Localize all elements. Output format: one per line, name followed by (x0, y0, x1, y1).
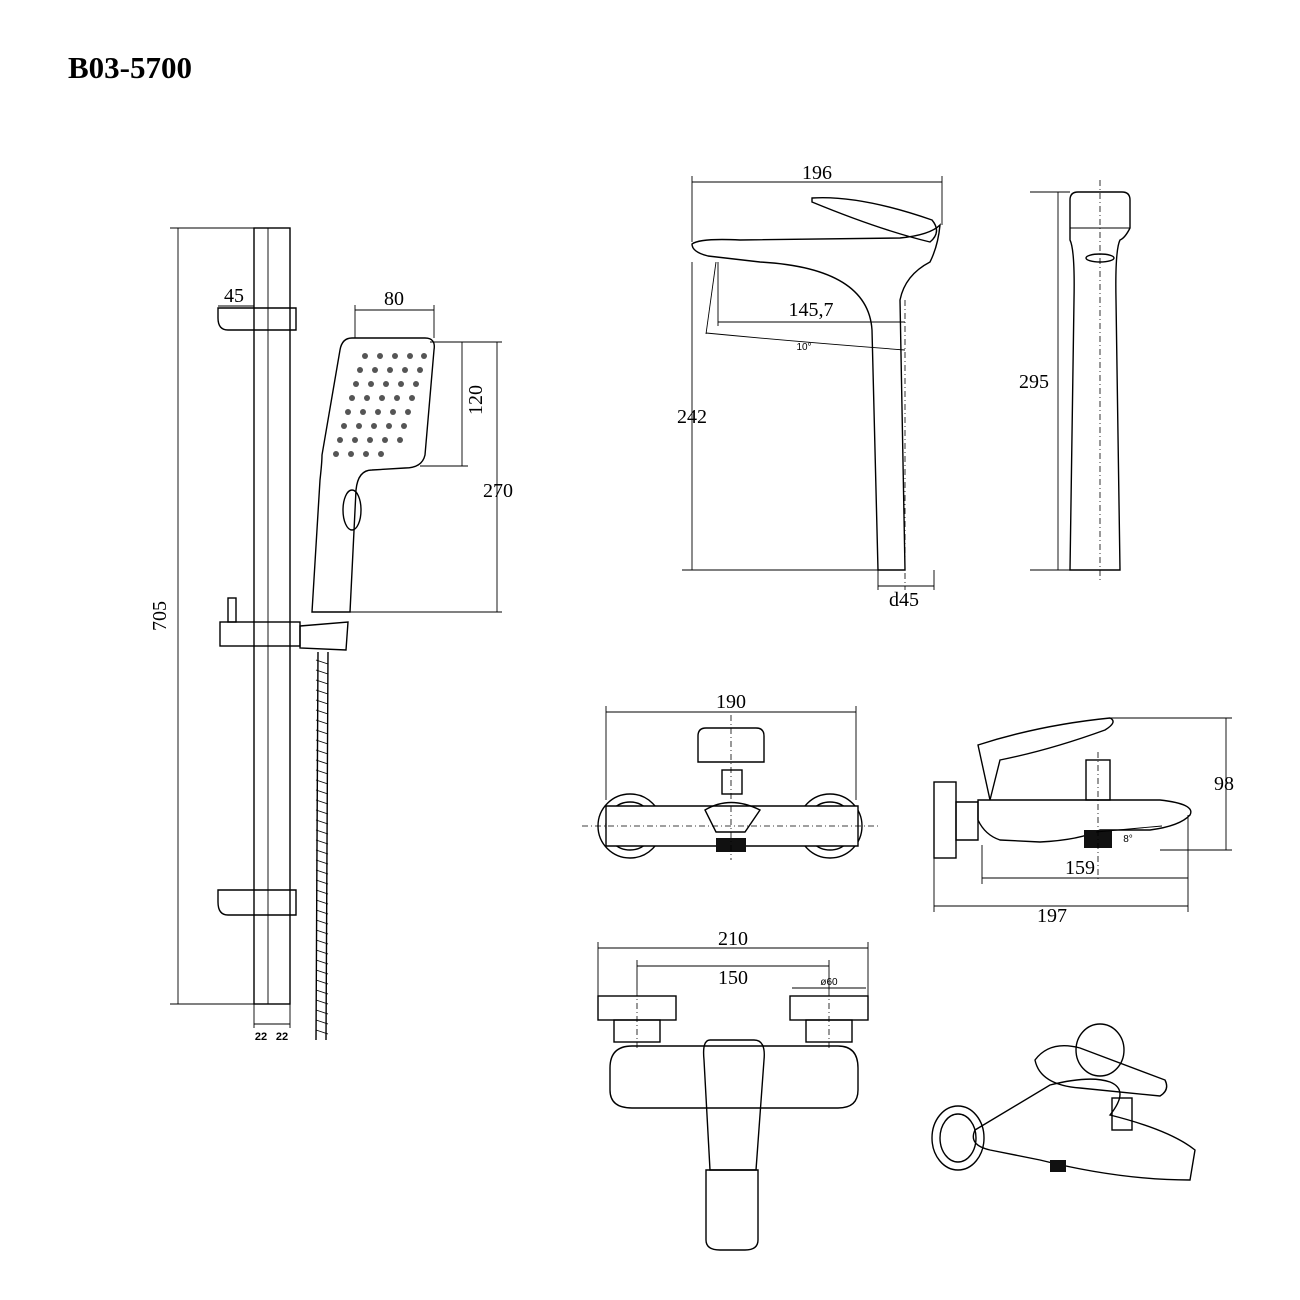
basin-mixer-body (691, 223, 941, 571)
dim-connection-spacing: 150 (718, 967, 748, 989)
shower-hose (315, 651, 329, 1041)
dim-bath-spout-reach: 159 (1065, 857, 1095, 879)
slider-holder (219, 621, 301, 647)
basin-mixer-front-body (1069, 191, 1131, 571)
bath-mixer-front-spout (705, 1169, 759, 1251)
dim-bath-height: 98 (1214, 773, 1234, 795)
bath-mixer-side-lever (977, 717, 1114, 801)
basin-mixer-front-view: 295 (1019, 180, 1131, 580)
bath-mixer-side-view: 98 159 197 8° (933, 717, 1234, 927)
dim-rail-width-right: 22 (276, 1031, 288, 1043)
bottom-bracket (217, 889, 297, 916)
bath-mixer-top-lever (697, 727, 765, 763)
dim-head-face-height: 120 (465, 385, 487, 415)
hand-shower (311, 337, 435, 613)
bath-mixer-3d-body (972, 1078, 1196, 1181)
dim-rail-height: 705 (149, 601, 171, 631)
bath-mixer-front-view: 210 150 ø60 (597, 928, 869, 1251)
dim-hand-shower-length: 270 (483, 480, 513, 502)
dim-bath-top-width: 190 (716, 691, 746, 713)
dim-spout-angle: 10° (796, 342, 811, 353)
top-bracket (217, 307, 297, 331)
basin-mixer-side-view: 196 145,7 10° 242 d45 (677, 162, 943, 611)
bath-mixer-3d-lever (1034, 1045, 1168, 1097)
dim-bath-total-depth: 197 (1037, 905, 1067, 927)
dim-bath-spout-angle: 8° (1123, 834, 1133, 845)
bath-mixer-front-lever (702, 1039, 765, 1171)
bath-mixer-perspective-view (931, 1023, 1196, 1181)
shower-rail-set: 705 45 80 120 270 22 22 (149, 227, 513, 1043)
dim-head-width: 80 (384, 288, 404, 310)
dim-basin-width: 196 (802, 162, 832, 184)
dim-spout-height: 242 (677, 406, 707, 428)
shower-button (342, 489, 362, 531)
drawing-title: B03-5700 (68, 50, 192, 85)
dim-total-height: 295 (1019, 371, 1049, 393)
bath-mixer-front-body (609, 1045, 859, 1109)
dim-bracket-depth: 45 (224, 285, 244, 307)
dim-bath-front-width: 210 (718, 928, 748, 950)
nozzle-grid (333, 353, 427, 457)
basin-mixer-lever (811, 196, 938, 243)
wall-flange (933, 781, 957, 859)
slide-rail (253, 227, 291, 1005)
dim-rail-width-left: 22 (255, 1031, 267, 1043)
dim-base-diameter: d45 (889, 589, 919, 611)
bath-mixer-top-body (605, 805, 859, 847)
dim-flange-diameter: ø60 (820, 977, 838, 988)
dim-spout-reach: 145,7 (789, 299, 834, 321)
bath-mixer-top-view: 190 (582, 691, 878, 860)
